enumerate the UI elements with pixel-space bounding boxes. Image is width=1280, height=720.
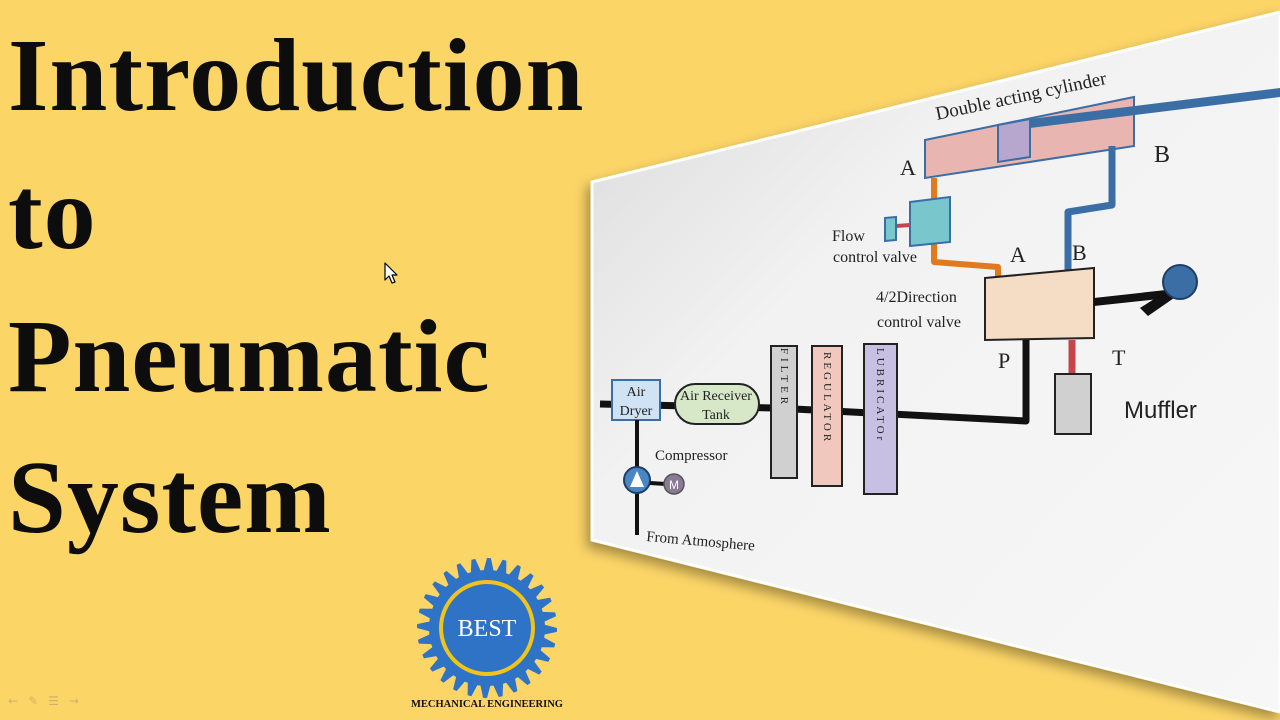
pipe-a-lower	[931, 244, 1001, 278]
dcv-label-2: control valve	[877, 314, 961, 331]
regulator	[811, 345, 843, 487]
air-dryer-label-1: Air	[627, 385, 646, 400]
regulator-label: REGULATOR	[821, 352, 833, 444]
air-dryer	[611, 379, 661, 421]
muffler-label: Muffler	[1124, 397, 1197, 424]
piston-rod	[1030, 88, 1280, 128]
receiver-label-1: Air Receiver	[680, 389, 752, 404]
filter-label: FILTER	[778, 348, 790, 408]
port-t: T	[1112, 345, 1126, 370]
slide-panel	[590, 10, 1280, 714]
direction-control-valve	[984, 266, 1095, 342]
pipe-b	[1064, 146, 1116, 270]
menu-icon[interactable]: ☰	[48, 694, 59, 708]
receiver-label-2: Tank	[702, 408, 730, 423]
title-line-1: Introduction	[8, 18, 585, 133]
lubricator-label: LUBRICATOr	[874, 348, 886, 443]
player-controls: ← ✎ ☰ →	[8, 694, 79, 708]
title-line-4: System	[8, 440, 332, 555]
dcv-label-1: 4/2Direction	[876, 289, 957, 306]
port-p: P	[998, 348, 1010, 373]
port-b-top: B	[1154, 142, 1170, 168]
filter	[770, 345, 798, 479]
logo-text: BEST	[458, 616, 517, 642]
air-receiver-tank	[674, 383, 760, 425]
forward-icon[interactable]: →	[68, 694, 79, 708]
title-line-2: to	[8, 156, 97, 271]
dcv-port-b: B	[1072, 240, 1087, 265]
muffler	[1054, 373, 1092, 435]
title-line-3: Pneumatic	[8, 299, 491, 414]
double-acting-cylinder	[924, 88, 1280, 180]
lever-knob	[1162, 264, 1198, 300]
logo-subtitle: MECHANICAL ENGINEERING	[411, 699, 563, 710]
flow-control-valve	[909, 195, 951, 248]
flow-valve-label-2: control valve	[833, 249, 917, 266]
air-dryer-label-2: Dryer	[620, 404, 653, 419]
valve-lever	[1094, 290, 1168, 306]
motor-label: M	[669, 478, 679, 492]
compressor-label: Compressor	[655, 448, 728, 464]
back-arrow-icon[interactable]: ←	[8, 694, 19, 708]
arrow-cursor-icon	[384, 262, 398, 284]
flow-valve-label-1: Flow	[832, 228, 865, 245]
pen-icon[interactable]: ✎	[28, 694, 39, 708]
flow-control-knob	[884, 215, 897, 243]
piston	[997, 117, 1031, 164]
port-a-top: A	[900, 155, 916, 180]
motor	[663, 473, 685, 495]
dcv-port-a: A	[1010, 242, 1026, 267]
best-logo: BEST MECHANICAL ENGINEERING	[411, 558, 563, 710]
lubricator	[863, 343, 898, 495]
